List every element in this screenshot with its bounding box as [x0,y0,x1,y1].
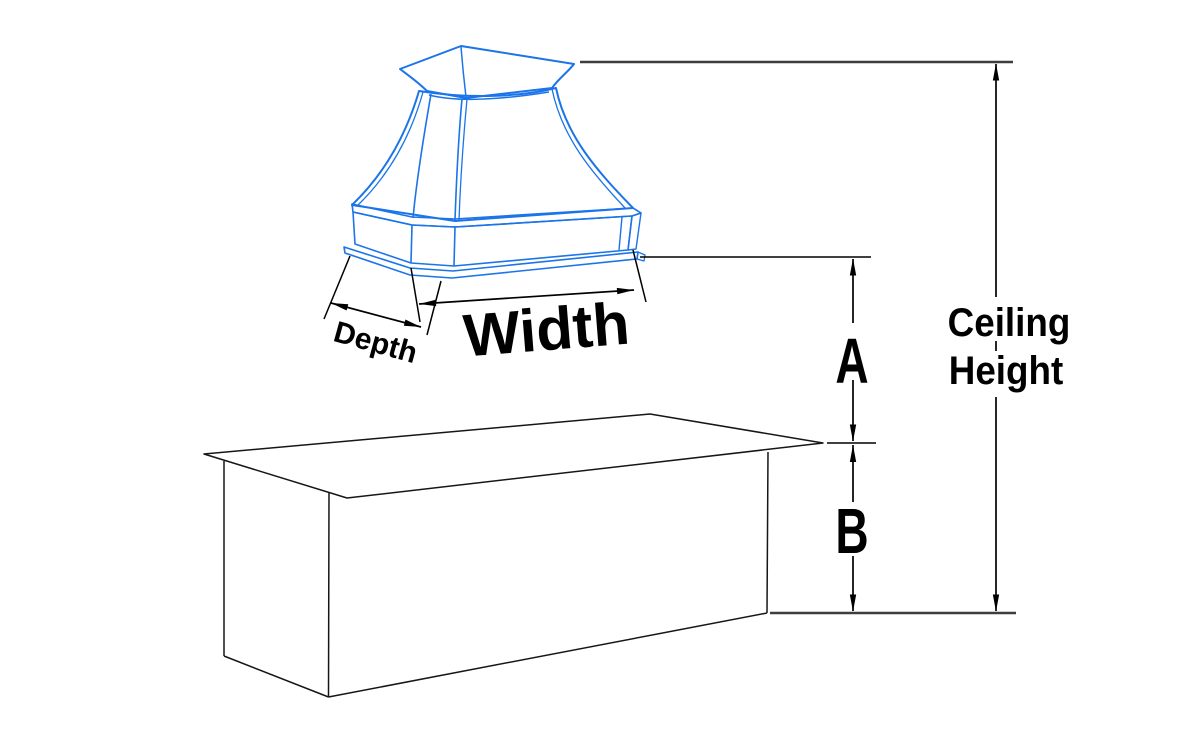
depth-arrowhead-left [331,303,349,311]
width-label: Width [461,290,632,370]
hood-body-left-edge-double [356,91,424,207]
b-arrowhead-up [849,445,857,462]
ceiling-height-label-line1: Ceiling [948,301,1071,346]
width-extension-left [426,280,442,336]
width-dimension-line [418,289,635,305]
width-arrowhead-left [419,299,437,307]
hood-illustration [343,45,646,279]
hood-crown [399,45,575,99]
ceiling-height-label-line2: Height [949,349,1064,394]
hood-band-panel-line-2 [453,226,456,267]
hood-band-panel-line-3 [618,216,623,251]
hood-body-left-seam [412,93,432,219]
dimension-b: B [835,445,869,612]
width-arrowhead-right [616,287,634,295]
a-label: A [835,326,868,397]
ceiling-height-dimension: Ceiling Height [948,63,1071,612]
hood-crown-lip [428,91,550,101]
hood-band-bottom-lip-right-cap [636,251,646,262]
ceiling-height-arrowhead-up [992,63,1000,81]
hood-band-face [352,211,633,267]
island-countertop [203,413,824,499]
b-label: B [835,496,868,567]
width-dimension: Width [418,249,647,370]
depth-extension-right [410,267,421,323]
a-arrowhead-up [849,258,857,276]
hood-body-face [351,87,634,222]
hood-body-center-seam [454,98,463,221]
island-cabinet-edges [223,451,769,698]
a-arrowhead-down [849,424,857,442]
b-arrowhead-down [849,594,857,612]
hood-band-top-rim [351,203,642,228]
hood-body-right-edge-double [551,88,627,210]
hood-crown-seam [460,46,467,98]
hood-band-right-cap [627,212,642,251]
width-extension-right [632,249,647,303]
hood-band-panel-line-1 [410,224,413,264]
island-illustration [203,413,824,698]
depth-arrowhead-right [403,319,421,327]
hood-body-center-seam-double [458,98,468,221]
ceiling-height-arrowhead-down [992,594,1000,612]
depth-extension-left [323,255,351,320]
dimension-a: A [835,258,869,442]
